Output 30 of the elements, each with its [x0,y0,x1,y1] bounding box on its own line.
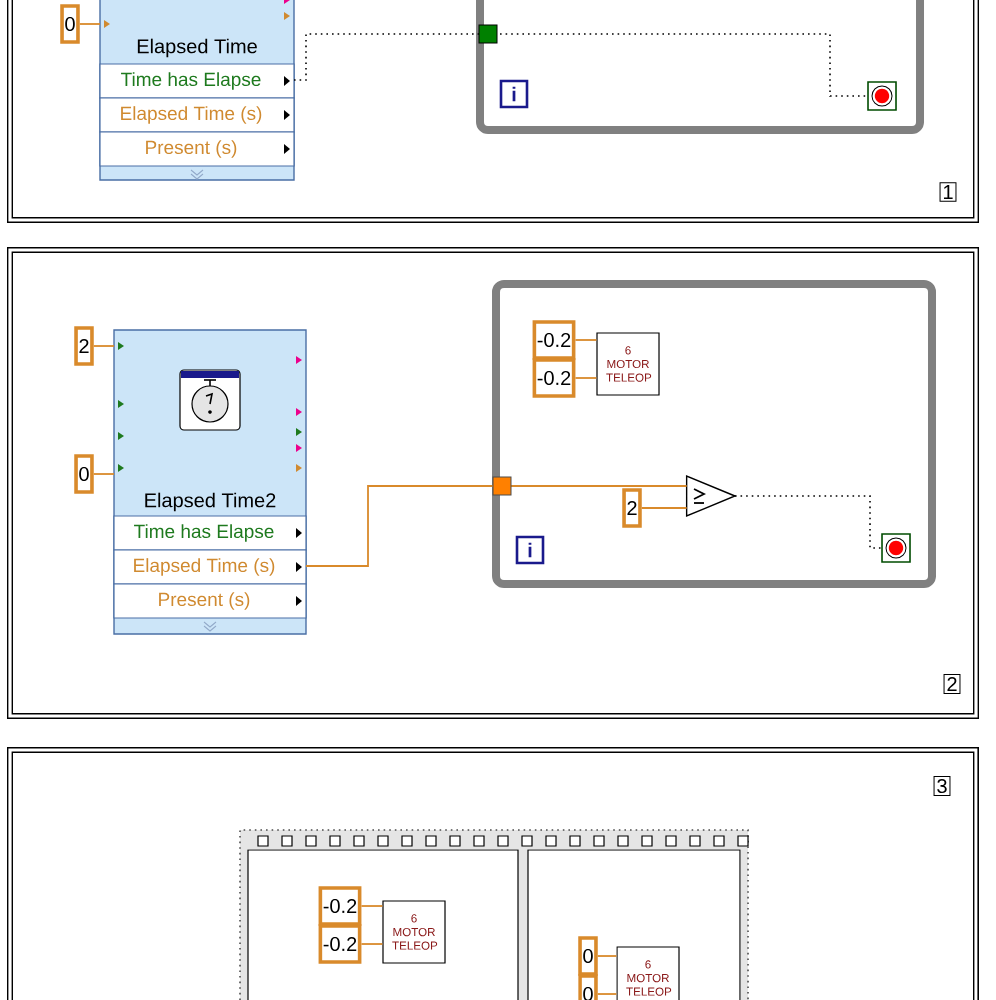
numeric-constant: 2 [622,488,642,528]
iteration-terminal: i [515,535,545,565]
wire [305,485,688,567]
iteration-terminal: i [499,79,529,109]
numeric-constant: -0.2 [318,924,362,964]
wire [596,955,618,957]
wire [574,377,598,379]
numeric-constant: 0 [74,454,94,494]
numeric-constant: 0 [578,936,598,976]
express-vi-block: Elapsed Time Time has Elapse Elapsed Time (s) Present (s) [99,0,295,181]
wire [360,943,384,945]
while-loop-frame [492,280,936,588]
numeric-constant: -0.2 [532,358,576,398]
wire [640,507,688,509]
numeric-constant: 0 [60,4,80,44]
numeric-constant: -0.2 [532,320,576,360]
wire [574,339,598,341]
wire [596,993,618,995]
stop-terminal [881,533,911,563]
numeric-constant: -0.2 [318,886,362,926]
wire [293,33,868,97]
wire [78,23,101,25]
wire [92,345,115,347]
wire [734,495,882,549]
wire [360,905,384,907]
while-loop-frame [476,0,924,134]
wire [92,473,115,475]
stop-terminal [867,81,897,111]
express-vi-block: Elapsed Time2 Time has Elapse Elapsed Time (s) Present (s) [113,329,307,635]
numeric-constant: 2 [74,326,94,366]
